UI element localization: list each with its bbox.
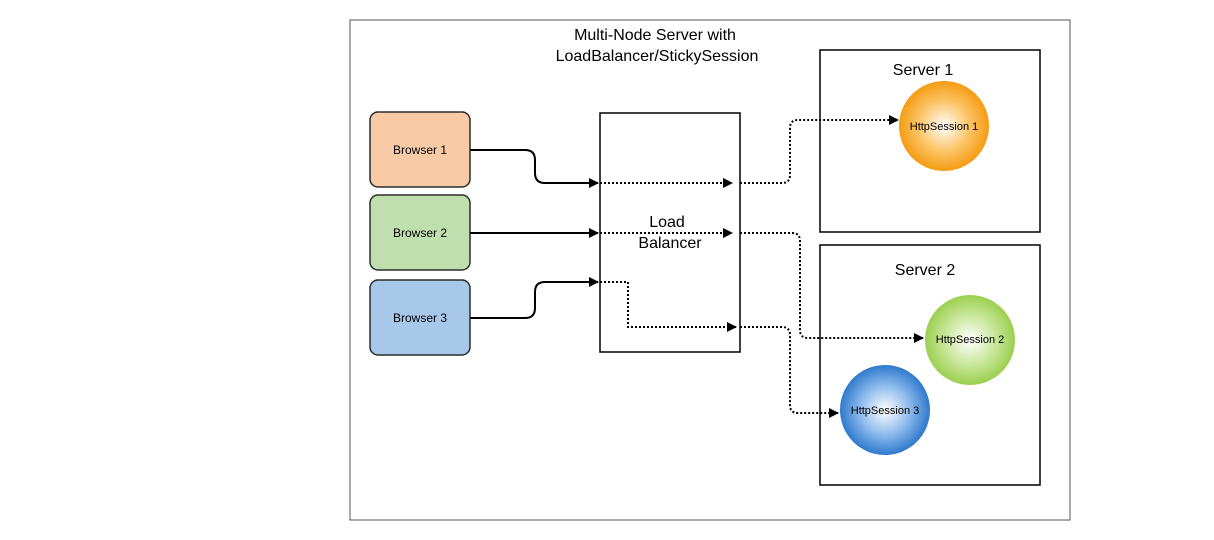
session-1: HttpSession 1 — [899, 81, 989, 171]
connector-lb-session3 — [740, 326, 839, 418]
session-2-circle — [925, 295, 1015, 385]
server-2-label: Server 2 — [895, 262, 956, 279]
load-balancer-label-line2: Balancer — [638, 235, 702, 252]
session-2: HttpSession 2 — [925, 295, 1015, 385]
browser-2: Browser 2 — [369, 194, 471, 271]
browser-1-label: Browser 1 — [393, 143, 447, 157]
load-balancer-label-line1: Load — [649, 214, 685, 231]
session-3-circle — [840, 365, 930, 455]
browser-3: Browser 3 — [369, 279, 471, 356]
session-3-label: HttpSession 3 — [851, 405, 919, 417]
connector-lb-internal-3 — [600, 281, 737, 332]
browser-3-label: Browser 3 — [393, 311, 447, 325]
session-2-label: HttpSession 2 — [936, 334, 1004, 346]
server-1: Server 1 — [819, 49, 1041, 233]
session-1-circle — [899, 81, 989, 171]
browser-2-label: Browser 2 — [393, 226, 447, 240]
session-3: HttpSession 3 — [840, 365, 930, 455]
diagram-title-line2: LoadBalancer/StickySession — [556, 48, 759, 65]
connector-browser3-lb — [470, 277, 599, 319]
connector-lb-session1 — [740, 115, 899, 184]
connector-browser1-lb — [470, 149, 599, 188]
diagram-title-line1: Multi-Node Server with — [574, 27, 736, 44]
browser-1: Browser 1 — [369, 111, 471, 188]
server-1-label: Server 1 — [893, 62, 954, 79]
session-1-label: HttpSession 1 — [910, 121, 978, 133]
connector-lb-session2 — [740, 232, 924, 343]
